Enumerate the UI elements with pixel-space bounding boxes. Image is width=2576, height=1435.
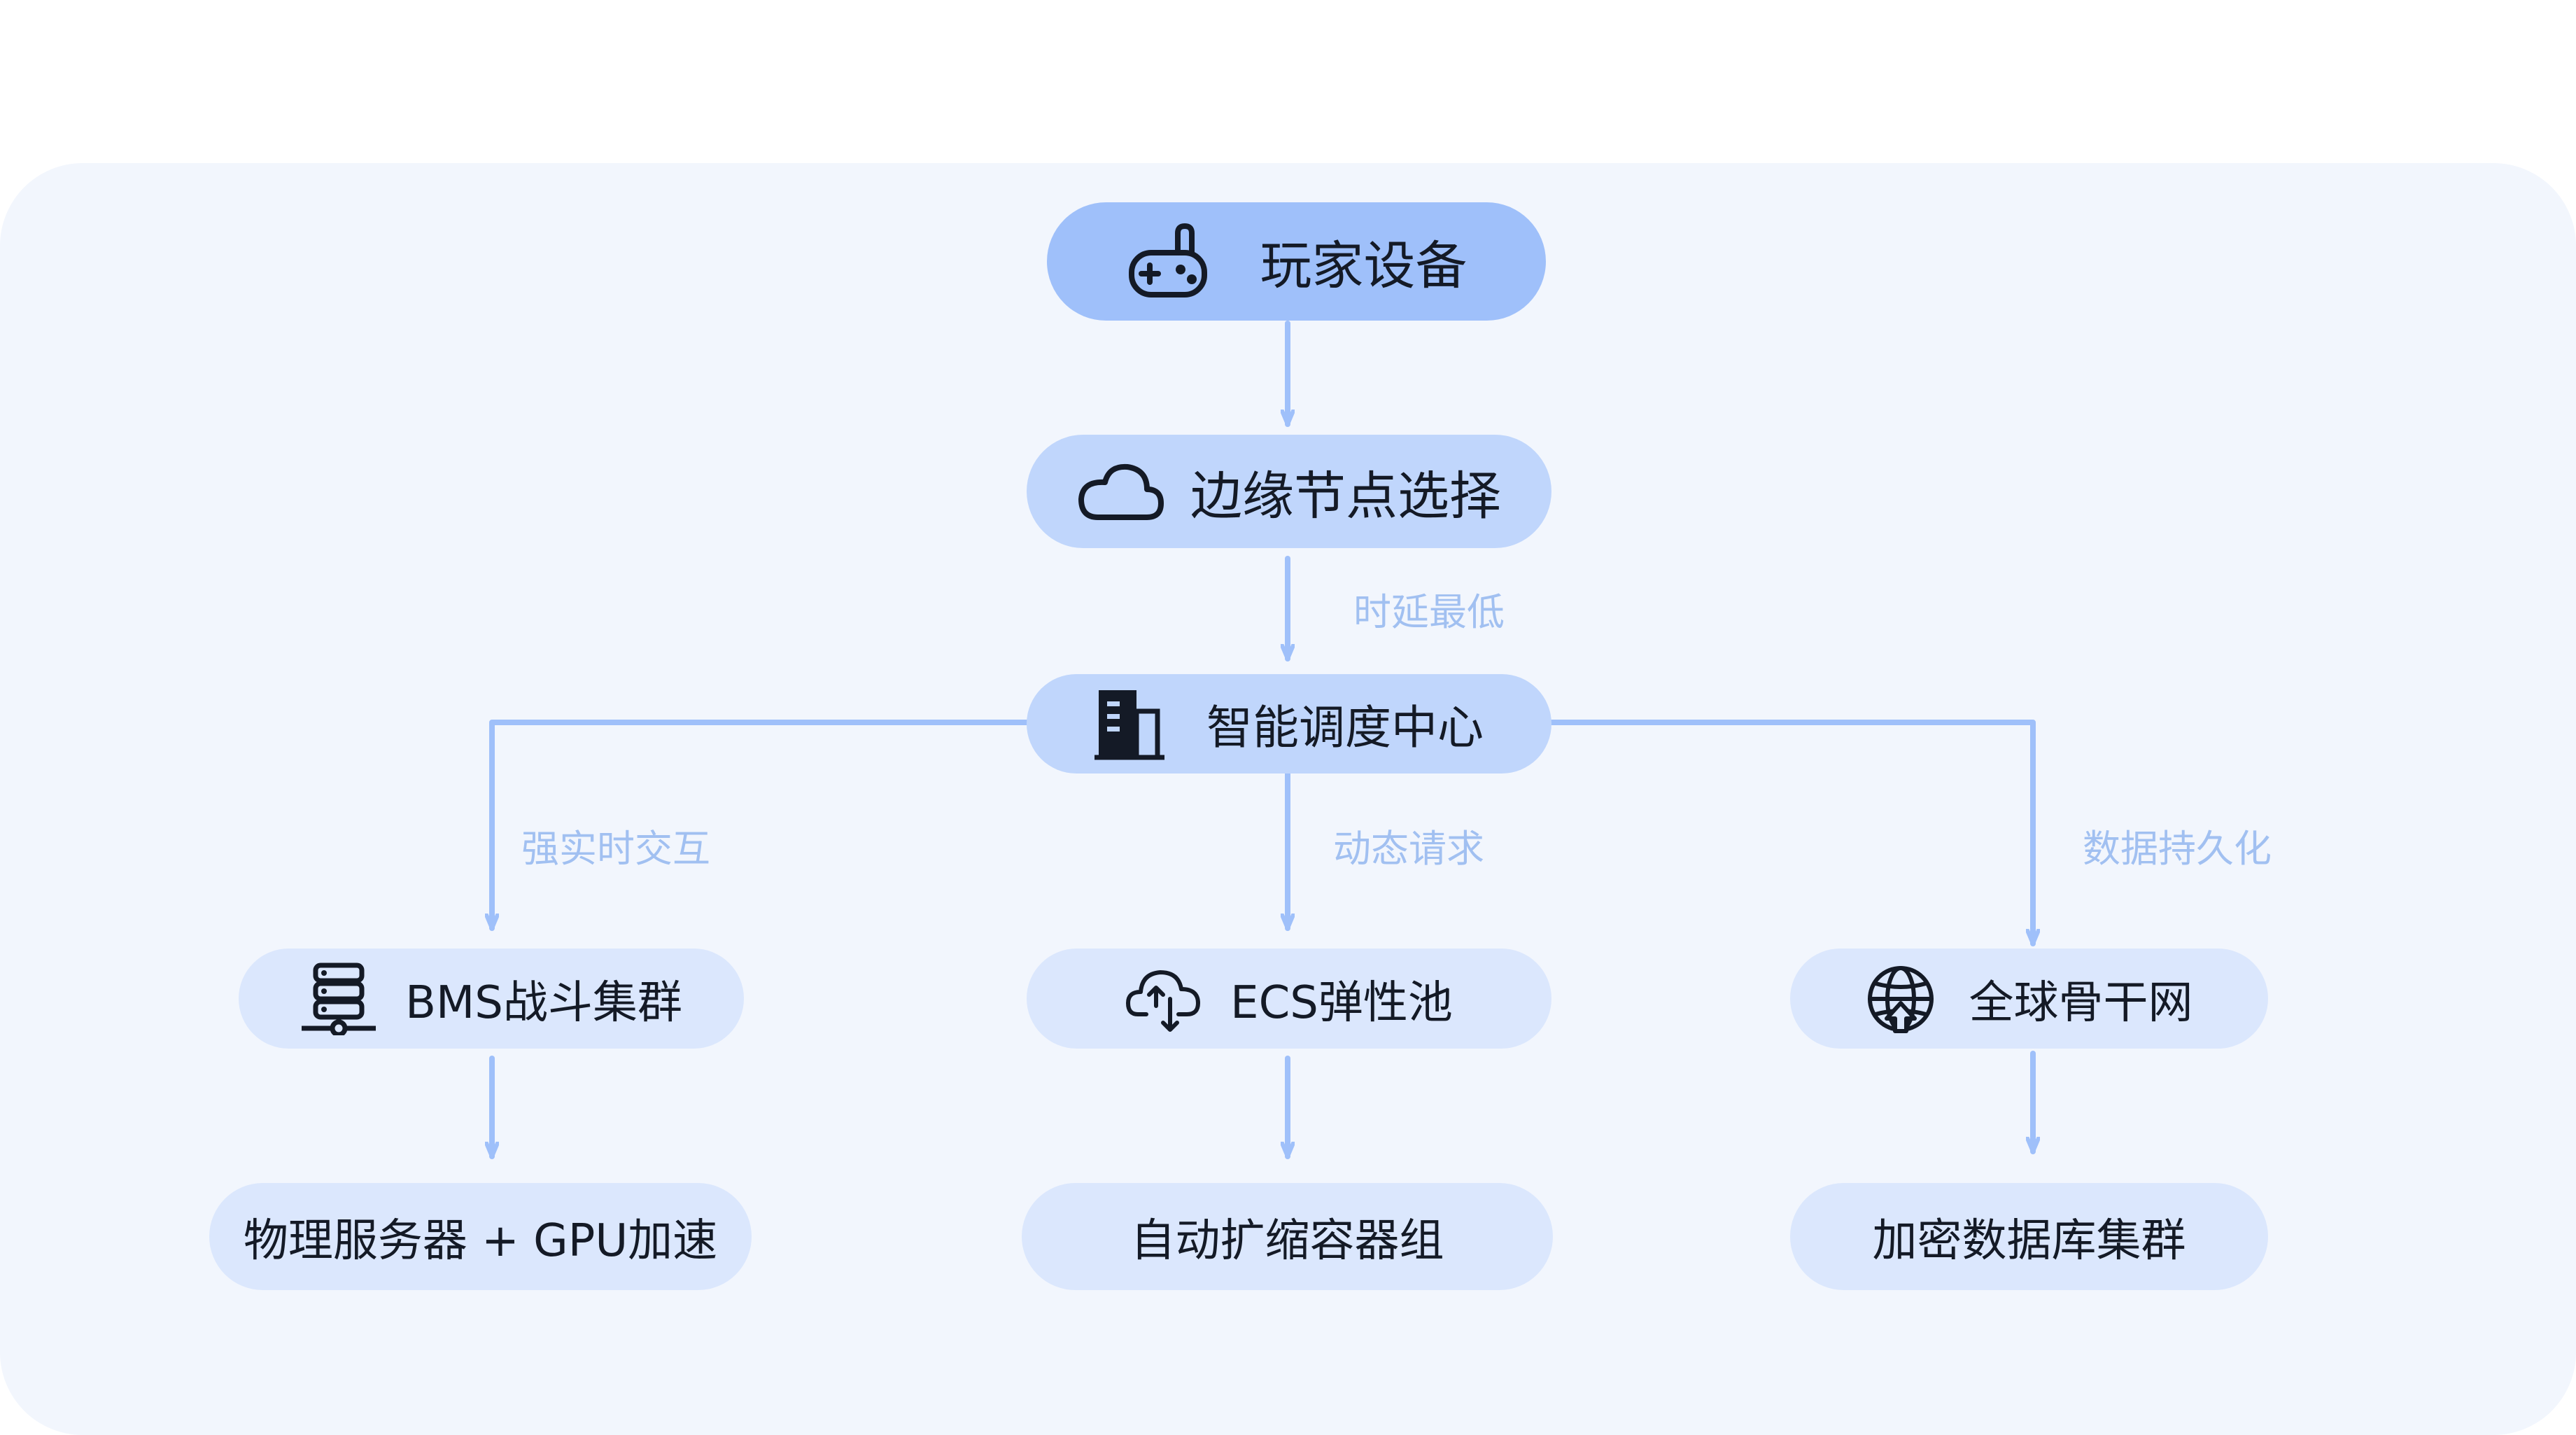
edge-label-latency: 时延最低 <box>1353 590 1505 634</box>
node-label: 边缘节点选择 <box>1190 465 1501 526</box>
node-label: ECS弹性池 <box>1230 976 1453 1029</box>
globe-icon <box>1866 964 1936 1034</box>
node-label: 物理服务器 + GPU加速 <box>243 1214 718 1267</box>
node-scheduler[interactable]: 智能调度中心 <box>1027 674 1551 774</box>
node-label: 全球骨干网 <box>1969 976 2193 1029</box>
node-label: 自动扩缩容器组 <box>1130 1214 1444 1267</box>
node-backbone[interactable]: 全球骨干网 <box>1790 948 2268 1049</box>
edge-label-persist: 数据持久化 <box>2083 827 2272 871</box>
edge-scheduler-to-bms <box>492 720 1029 931</box>
server-icon <box>300 962 377 1035</box>
node-label: 加密数据库集群 <box>1872 1214 2186 1267</box>
node-label: BMS战斗集群 <box>405 976 682 1029</box>
node-label: 玩家设备 <box>1260 236 1468 296</box>
edge-scheduler-to-backbone <box>1549 720 2033 946</box>
node-autoscale[interactable]: 自动扩缩容器组 <box>1022 1183 1553 1290</box>
node-player-device[interactable]: 玩家设备 <box>1047 202 1546 321</box>
edge-label-dynamic: 动态请求 <box>1333 827 1484 871</box>
node-edge-select[interactable]: 边缘节点选择 <box>1027 435 1551 548</box>
building-icon <box>1095 687 1164 760</box>
edge-label-realtime: 强实时交互 <box>521 827 710 871</box>
node-bms[interactable]: BMS战斗集群 <box>239 948 744 1049</box>
node-physical[interactable]: 物理服务器 + GPU加速 <box>209 1183 752 1290</box>
node-encrypted-db[interactable]: 加密数据库集群 <box>1790 1183 2268 1290</box>
gamepad-icon <box>1126 223 1210 300</box>
node-label: 智能调度中心 <box>1206 701 1484 755</box>
cloud-upload-icon <box>1125 962 1201 1035</box>
cloud-icon <box>1077 460 1165 523</box>
node-ecs[interactable]: ECS弹性池 <box>1027 948 1551 1049</box>
